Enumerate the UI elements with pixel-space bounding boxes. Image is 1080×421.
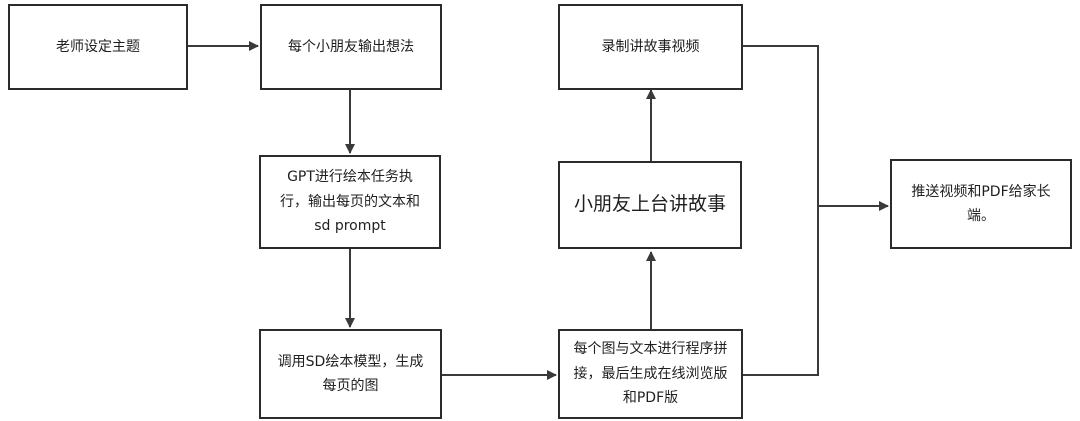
node-teacher-topic: 老师设定主题 (8, 4, 188, 90)
node-assemble: 每个图与文本进行程序拼接，最后生成在线浏览版和PDF版 (558, 329, 743, 419)
line-assemble-to-merge (742, 206, 819, 376)
node-gpt-task: GPT进行绘本任务执行，输出每页的文本和sd prompt (259, 155, 441, 249)
node-push-parents: 推送视频和PDF给家长端。 (890, 159, 1072, 249)
node-kids-story: 小朋友上台讲故事 (558, 161, 742, 249)
line-record-to-merge (742, 45, 819, 206)
node-sd-model: 调用SD绘本模型，生成每页的图 (259, 329, 442, 419)
node-kids-ideas: 每个小朋友输出想法 (260, 4, 442, 90)
node-record-video: 录制讲故事视频 (558, 4, 743, 90)
